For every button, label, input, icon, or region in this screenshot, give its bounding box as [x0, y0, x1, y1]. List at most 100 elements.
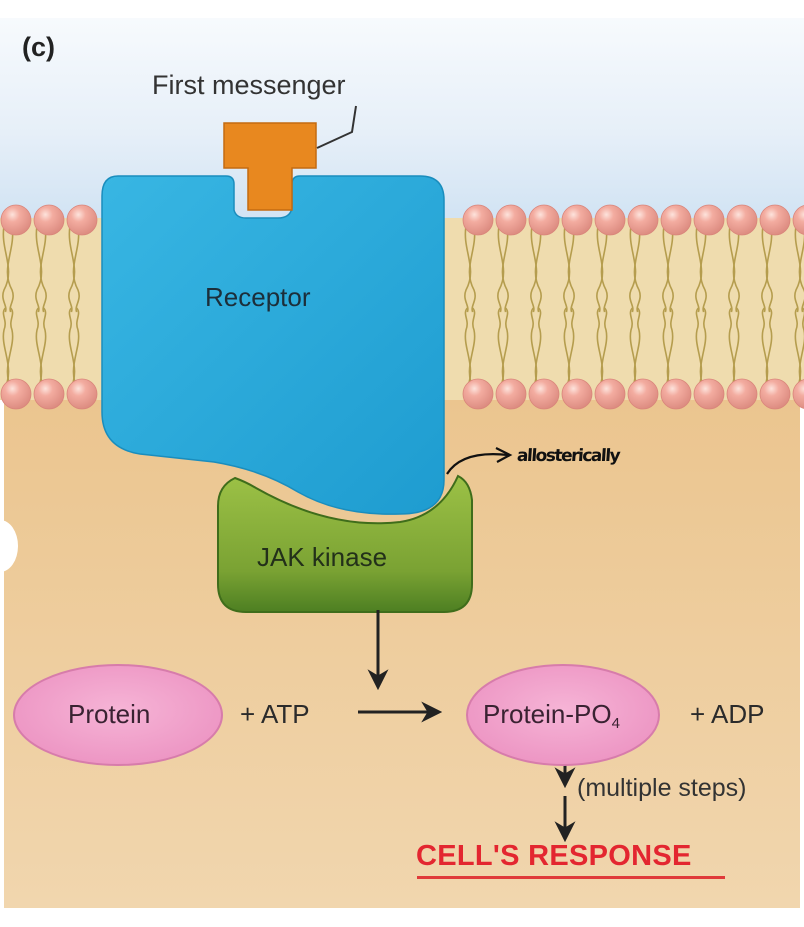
lipid-tail: [464, 307, 472, 391]
lipid-tail: [534, 307, 542, 391]
lipid-tail: [534, 225, 542, 313]
lipid-tail: [732, 225, 740, 313]
lipid-tail: [699, 307, 707, 391]
plus-adp-label: + ADP: [690, 699, 765, 729]
panel-label: (c): [22, 32, 55, 62]
protein-po4-ellipse: [466, 664, 660, 766]
lipid-tail: [72, 225, 80, 313]
lipid-tail: [530, 307, 538, 391]
lipid-tail: [68, 307, 76, 391]
plus-atp-label: + ATP: [240, 699, 310, 729]
edge-notch: [0, 520, 18, 572]
phospholipid-head: [0, 378, 32, 410]
cells-response-underline: [417, 876, 725, 879]
lipid-tail: [761, 225, 769, 313]
lipid-tail: [600, 225, 608, 313]
lipid-tail: [501, 307, 509, 391]
lipid-tail: [567, 307, 575, 391]
phospholipid-head: [693, 204, 725, 236]
lipid-tail: [39, 307, 47, 391]
lipid-tail: [600, 307, 608, 391]
phospholipid-head: [792, 379, 804, 409]
lipid-tail: [761, 307, 769, 391]
protein-ellipse: [13, 664, 223, 766]
cells-response-label: CELL'S RESPONSE: [416, 840, 692, 872]
phospholipid-head: [528, 204, 560, 236]
lipid-tail: [6, 225, 14, 313]
lipid-tail: [72, 307, 80, 391]
phospholipid-head: [66, 204, 98, 236]
phospholipid-head: [528, 378, 560, 410]
phospholipid-head: [561, 204, 593, 236]
annotation-arrow: [446, 453, 509, 475]
phospholipid-heads: [0, 204, 804, 410]
lipid-tail: [765, 307, 773, 391]
lipid-tail: [699, 225, 707, 313]
phospholipid-head: [792, 205, 804, 235]
lipid-tail: [695, 225, 703, 313]
jak-kinase-label: JAK kinase: [257, 542, 388, 572]
lipid-tail: [798, 307, 804, 391]
lipid-tail: [2, 307, 10, 391]
lipid-tail: [662, 225, 670, 313]
lipid-tail: [563, 307, 571, 391]
protein-po4-text: Protein-PO: [483, 699, 612, 729]
lipid-tail: [633, 307, 641, 391]
phospholipid-head: [495, 204, 527, 236]
phospholipid-head: [33, 204, 65, 236]
phospholipid-head: [759, 378, 791, 410]
lipid-tail: [464, 225, 472, 313]
phospholipid-head: [660, 204, 692, 236]
phospholipid-head: [594, 204, 626, 236]
lipid-tail: [468, 307, 476, 391]
lipid-tail: [732, 307, 740, 391]
lipid-tail: [567, 225, 575, 313]
phospholipid-head: [561, 378, 593, 410]
first-messenger-ligand: [223, 122, 317, 211]
lipid-tail: [468, 225, 476, 313]
lipid-tail: [563, 225, 571, 313]
jak-kinase-shape: [217, 474, 473, 613]
lipid-tail: [39, 225, 47, 313]
lipid-tail: [629, 225, 637, 313]
lipid-tail: [629, 307, 637, 391]
phospholipid-head: [726, 378, 758, 410]
lipid-tail: [68, 225, 76, 313]
lipid-tail: [35, 307, 43, 391]
lipid-tail: [662, 307, 670, 391]
lipid-tail: [666, 307, 674, 391]
phospholipid-head: [462, 204, 494, 236]
receptor-label: Receptor: [205, 282, 311, 312]
lipid-tail: [728, 307, 736, 391]
lipid-tails: [2, 225, 804, 391]
po4-subscript: 4: [611, 715, 620, 732]
multiple-steps-label: (multiple steps): [577, 774, 747, 802]
lipid-tail: [794, 225, 802, 313]
lipid-tail: [6, 307, 14, 391]
phospholipid-head: [627, 204, 659, 236]
annotation-arrowhead: [495, 447, 513, 463]
phospholipid-head: [627, 378, 659, 410]
lipid-tail: [596, 225, 604, 313]
handwritten-annotation: allosterically: [516, 446, 620, 466]
protein-label: Protein: [68, 699, 151, 729]
lipid-tail: [794, 307, 802, 391]
phospholipid-head: [33, 378, 65, 410]
lipid-tail: [666, 225, 674, 313]
lipid-tail: [633, 225, 641, 313]
phospholipid-head: [0, 204, 32, 236]
lipid-tail: [765, 225, 773, 313]
phospholipid-head: [660, 378, 692, 410]
phospholipid-head: [693, 378, 725, 410]
phospholipid-head: [759, 204, 791, 236]
phospholipid-head: [495, 378, 527, 410]
first-messenger-label: First messenger: [152, 70, 346, 100]
lipid-tail: [728, 225, 736, 313]
phospholipid-head: [462, 378, 494, 410]
protein-po4-label: Protein-PO4: [483, 699, 620, 732]
lipid-tail: [2, 225, 10, 313]
phospholipid-head: [66, 378, 98, 410]
lipid-tail: [497, 225, 505, 313]
